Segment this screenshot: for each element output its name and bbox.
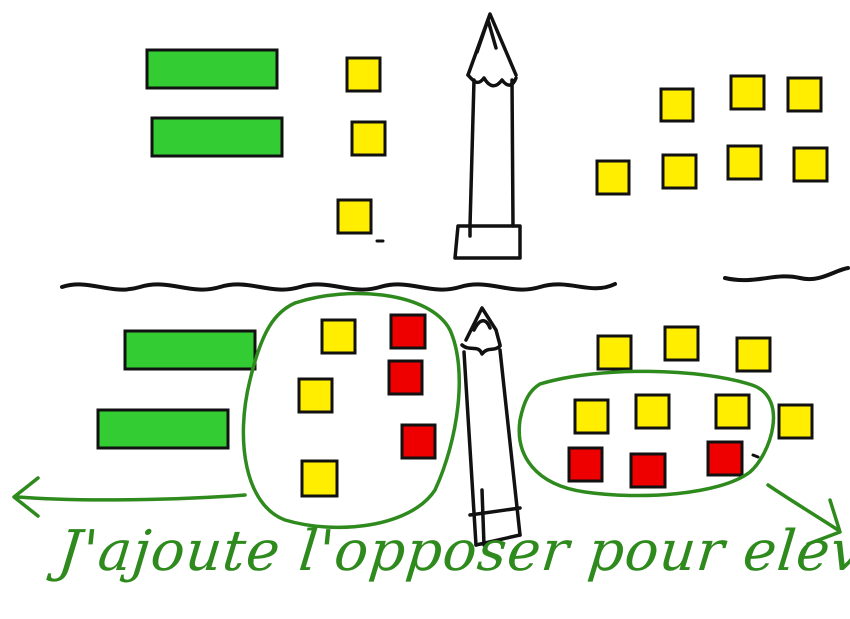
red-tile (389, 361, 422, 394)
yellow-tile (598, 336, 631, 369)
red-tile (569, 448, 602, 481)
yellow-tile (302, 461, 337, 496)
yellow-tile (728, 146, 761, 179)
pencil-icon (455, 14, 520, 258)
yellow-tile (597, 161, 629, 194)
yellow-tile (731, 76, 764, 109)
yellow-tile (716, 395, 749, 428)
yellow-tile (352, 122, 385, 155)
red-tile (708, 442, 742, 475)
green-bar (152, 118, 282, 156)
wavy-divider-line (62, 284, 615, 290)
yellow-tile (794, 148, 827, 181)
green-bar (98, 410, 228, 448)
yellow-tile (661, 89, 693, 121)
yellow-tile (322, 320, 355, 353)
yellow-tile (663, 155, 696, 188)
yellow-tile (347, 58, 380, 91)
handwritten-caption: J'ajoute l'opposer pour elever (53, 512, 822, 602)
red-tile (631, 454, 665, 487)
yellow-tile (788, 78, 821, 111)
green-bar (125, 331, 255, 369)
wavy-divider-line-right (725, 268, 848, 280)
yellow-tile (665, 327, 698, 360)
left-arrow-icon (14, 478, 245, 516)
stray-mark (753, 455, 758, 457)
yellow-tile (299, 379, 332, 412)
yellow-tile (636, 395, 669, 428)
green-bar (147, 50, 277, 88)
yellow-tile (575, 400, 608, 433)
red-tile (402, 425, 435, 458)
red-tile (391, 315, 425, 348)
stubby-pencil-icon (462, 308, 520, 545)
yellow-tile (779, 405, 812, 438)
yellow-tile (338, 200, 371, 233)
yellow-tile (737, 338, 770, 371)
